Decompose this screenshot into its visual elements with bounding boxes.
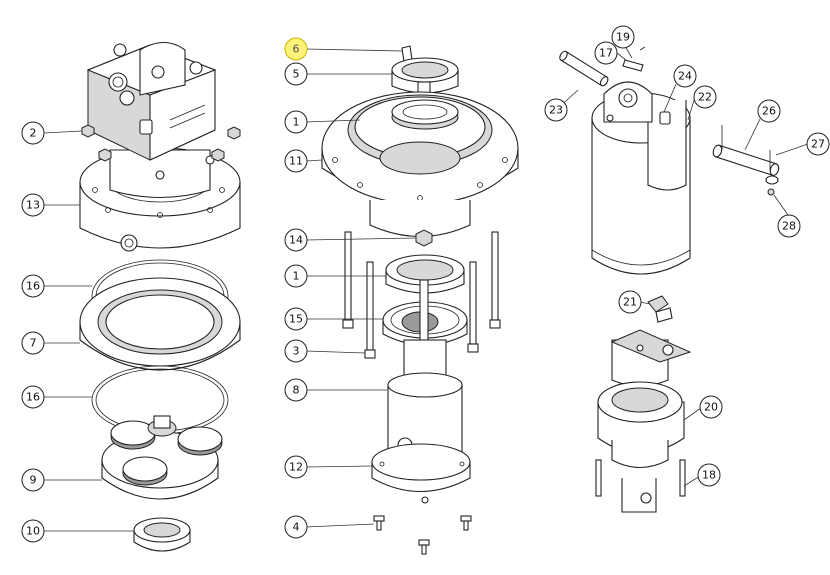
svg-text:14: 14 (289, 234, 303, 247)
callout-23[interactable]: 23 (544, 98, 568, 122)
callout-13[interactable]: 13 (21, 193, 45, 217)
callout-16[interactable]: 16 (21, 274, 45, 298)
callout-10[interactable]: 10 (21, 519, 45, 543)
callout-21[interactable]: 21 (618, 290, 642, 314)
svg-text:16: 16 (26, 391, 40, 404)
callout-28[interactable]: 28 (777, 214, 801, 238)
callout-8[interactable]: 8 (284, 378, 308, 402)
callout-17[interactable]: 17 (594, 41, 618, 65)
callout-16-lower[interactable]: 16 (21, 385, 45, 409)
svg-text:22: 22 (698, 91, 712, 104)
leader-lines (43, 45, 809, 532)
svg-text:26: 26 (762, 105, 776, 118)
svg-text:5: 5 (293, 68, 300, 81)
callout-19[interactable]: 19 (611, 25, 635, 49)
callouts: 6 5 1 11 14 1 15 3 8 12 4 2 13 16 7 16 9… (21, 25, 830, 543)
svg-text:23: 23 (549, 104, 563, 117)
svg-text:11: 11 (289, 155, 303, 168)
svg-text:1: 1 (293, 270, 300, 283)
callout-3[interactable]: 3 (284, 339, 308, 363)
svg-text:28: 28 (782, 220, 796, 233)
callout-24[interactable]: 24 (673, 64, 697, 88)
callout-9[interactable]: 9 (21, 468, 45, 492)
callout-27[interactable]: 27 (806, 132, 830, 156)
svg-text:17: 17 (599, 47, 613, 60)
center-assembly (321, 45, 519, 555)
svg-text:7: 7 (30, 337, 37, 350)
callout-18[interactable]: 18 (697, 463, 721, 487)
svg-text:3: 3 (293, 345, 300, 358)
callout-11[interactable]: 11 (284, 149, 308, 173)
svg-text:20: 20 (704, 401, 718, 414)
svg-text:1: 1 (293, 116, 300, 129)
callout-26[interactable]: 26 (757, 99, 781, 123)
svg-text:12: 12 (289, 461, 303, 474)
svg-text:21: 21 (623, 296, 637, 309)
svg-text:19: 19 (616, 31, 630, 44)
callout-6[interactable]: 6 (284, 37, 308, 61)
callout-4[interactable]: 4 (284, 515, 308, 539)
callout-14[interactable]: 14 (284, 228, 308, 252)
right-assembly (559, 46, 780, 513)
svg-text:24: 24 (678, 70, 692, 83)
svg-text:16: 16 (26, 280, 40, 293)
callout-1-lower[interactable]: 1 (284, 264, 308, 288)
svg-text:27: 27 (811, 138, 825, 151)
left-assembly (79, 41, 241, 552)
callout-20[interactable]: 20 (699, 395, 723, 419)
svg-text:15: 15 (289, 313, 303, 326)
callout-5[interactable]: 5 (284, 62, 308, 86)
svg-text:8: 8 (293, 384, 300, 397)
callout-7[interactable]: 7 (21, 331, 45, 355)
svg-text:18: 18 (702, 469, 716, 482)
svg-text:13: 13 (26, 199, 40, 212)
callout-15[interactable]: 15 (284, 307, 308, 331)
svg-text:10: 10 (26, 525, 40, 538)
svg-text:4: 4 (293, 521, 300, 534)
svg-text:2: 2 (30, 127, 37, 140)
svg-text:6: 6 (293, 43, 300, 56)
svg-text:9: 9 (30, 474, 37, 487)
callout-22[interactable]: 22 (693, 85, 717, 109)
callout-2[interactable]: 2 (21, 121, 45, 145)
callout-1[interactable]: 1 (284, 110, 308, 134)
callout-12[interactable]: 12 (284, 455, 308, 479)
